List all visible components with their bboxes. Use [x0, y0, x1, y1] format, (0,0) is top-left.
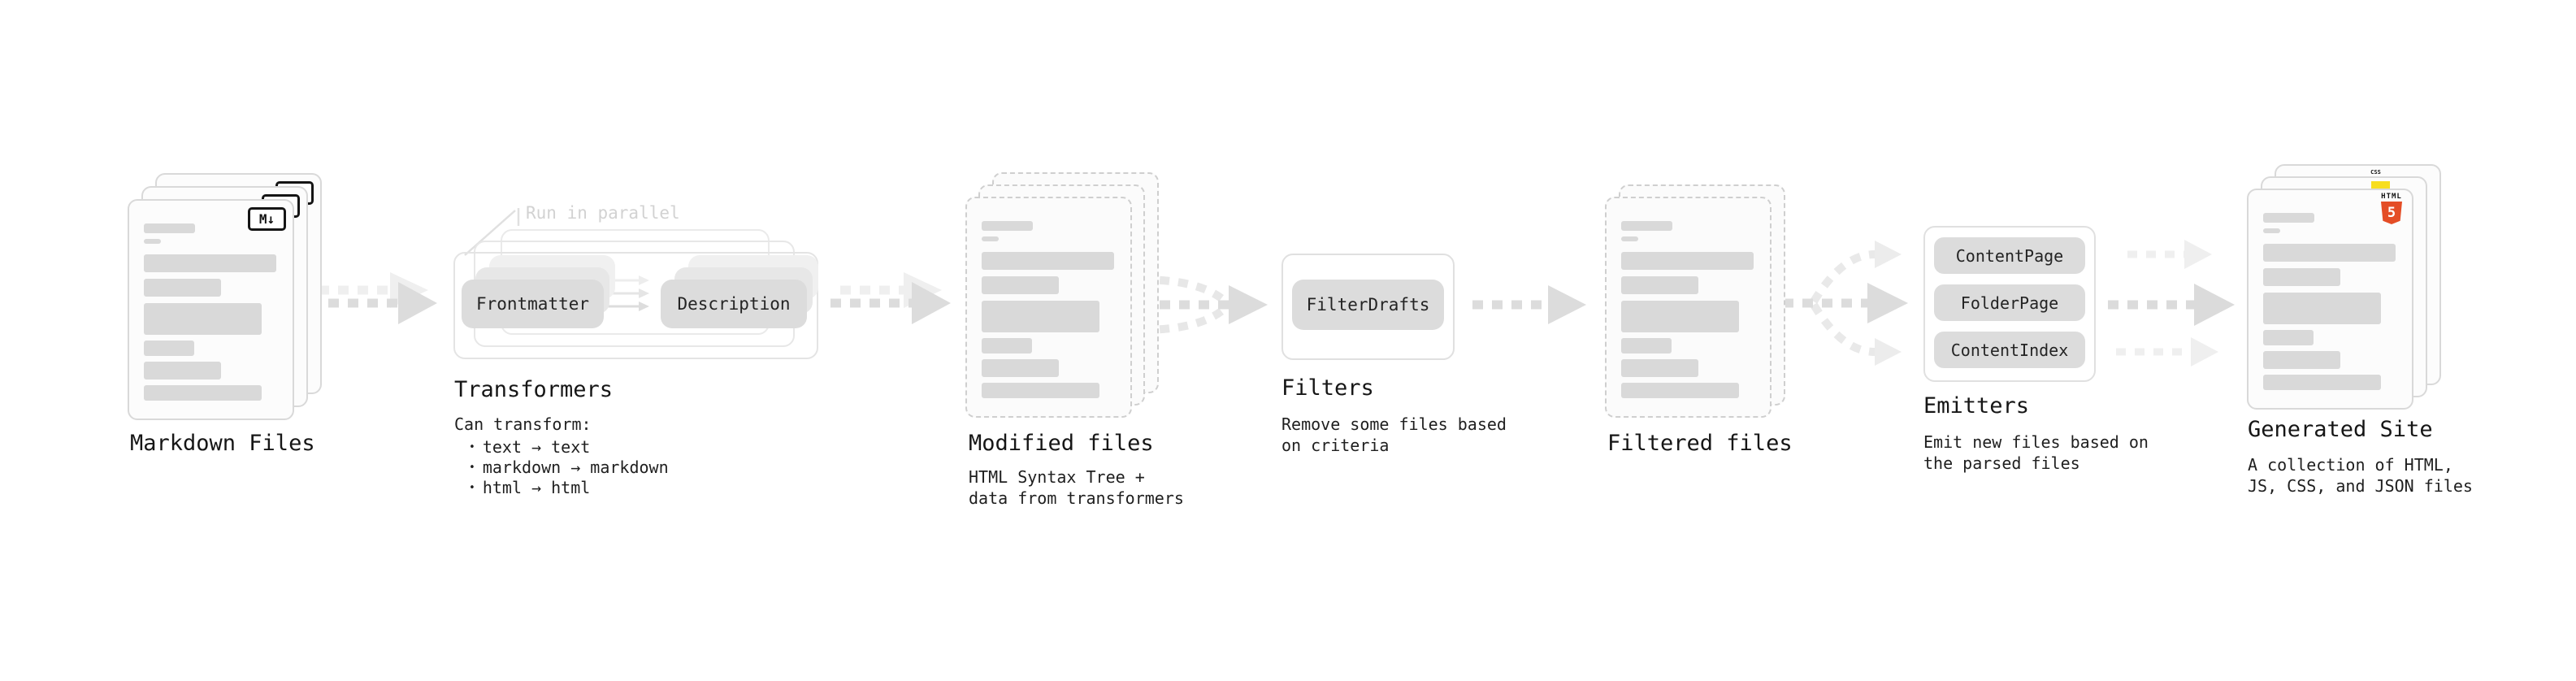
- modified-file-card: [965, 197, 1132, 418]
- arrow-filtered-to-emitters: [1783, 241, 1908, 366]
- transform-bullet: • html → html: [454, 478, 669, 498]
- emitters-description: Emit new files based on the parsed files: [1923, 432, 2149, 473]
- placeholder-line: [144, 340, 194, 356]
- html5-icon-shield: 5: [2381, 202, 2402, 224]
- stage-heading-emitters: Emitters: [1923, 393, 2030, 419]
- arrow-transformers-to-modified: [830, 272, 951, 324]
- placeholder-line: [982, 252, 1114, 270]
- plugin-filterdrafts: FilterDrafts: [1292, 280, 1444, 330]
- placeholder-line: [144, 254, 276, 272]
- stage-heading-transformers: Transformers: [454, 377, 614, 402]
- bullet-text: text → text: [482, 437, 591, 457]
- file-content-placeholder: [2263, 213, 2396, 390]
- transform-bullet: • markdown → markdown: [454, 458, 669, 478]
- stage-heading-filters: Filters: [1281, 375, 1374, 401]
- placeholder-line: [144, 303, 262, 335]
- stage-label-modified-files: Modified files: [969, 431, 1154, 456]
- arrow-frontmatter-to-description: [608, 275, 649, 311]
- js-icon: [2371, 181, 2390, 190]
- placeholder-line: [2263, 330, 2314, 345]
- placeholder-line: [2263, 293, 2381, 324]
- placeholder-line: [1621, 338, 1672, 354]
- filtered-file-card: [1605, 197, 1772, 418]
- placeholder-line: [982, 236, 999, 241]
- arrow-emitters-to-site: [2108, 240, 2235, 367]
- bullet-dot: •: [469, 482, 475, 494]
- placeholder-line: [2263, 375, 2381, 390]
- bullet-text: html → html: [482, 478, 591, 497]
- transformers-description: Can transform: • text → text • markdown …: [454, 414, 669, 498]
- placeholder-line: [982, 276, 1059, 294]
- transformer-container: [453, 252, 818, 359]
- stage-label-filtered-files: Filtered files: [1607, 431, 1793, 456]
- html5-icon: HTML 5: [2381, 193, 2402, 224]
- placeholder-line: [982, 383, 1099, 398]
- placeholder-line: [2263, 351, 2340, 369]
- generated-site-description: A collection of HTML, JS, CSS, and JSON …: [2248, 455, 2473, 496]
- placeholder-line: [982, 221, 1033, 231]
- plugin-folderpage: FolderPage: [1934, 284, 2085, 321]
- placeholder-line: [1621, 236, 1638, 241]
- placeholder-line: [144, 223, 195, 233]
- placeholder-line: [1621, 359, 1698, 377]
- placeholder-line: [982, 359, 1059, 377]
- css-icon-label: CSS: [2370, 169, 2381, 176]
- html5-icon-label: HTML: [2381, 193, 2402, 201]
- markdown-badge-icon: M↓: [248, 207, 286, 231]
- arrow-markdown-to-transformers: [309, 272, 437, 324]
- annotation-leader-line: [464, 208, 520, 256]
- file-content-placeholder: [982, 221, 1114, 398]
- bullet-dot: •: [469, 462, 475, 474]
- stage-label-generated-site: Generated Site: [2248, 417, 2433, 442]
- placeholder-line: [1621, 252, 1754, 270]
- bullet-text: markdown → markdown: [482, 458, 669, 477]
- plugin-frontmatter: Frontmatter: [462, 280, 604, 328]
- placeholder-line: [1621, 301, 1739, 332]
- placeholder-line: [1621, 221, 1672, 231]
- stage-label-markdown-files: Markdown Files: [130, 431, 315, 456]
- placeholder-line: [144, 279, 221, 297]
- placeholder-line: [2263, 213, 2314, 223]
- placeholder-line: [144, 239, 161, 244]
- run-in-parallel-annotation: Run in parallel: [526, 203, 680, 223]
- placeholder-line: [144, 362, 221, 380]
- file-content-placeholder: [1621, 221, 1754, 398]
- arrow-modified-to-filters: [1140, 275, 1268, 334]
- plugin-description: Description: [661, 280, 807, 328]
- plugin-contentpage: ContentPage: [1934, 237, 2085, 274]
- modified-files-description: HTML Syntax Tree + data from transformer…: [969, 467, 1184, 508]
- placeholder-line: [2263, 244, 2396, 262]
- site-file-card-html: HTML 5: [2247, 189, 2413, 410]
- placeholder-line: [2263, 228, 2280, 233]
- description-line: Can transform:: [454, 414, 592, 434]
- placeholder-line: [982, 338, 1032, 354]
- transform-bullet: • text → text: [454, 437, 669, 458]
- file-content-placeholder: [144, 223, 276, 401]
- filters-description: Remove some files based on criteria: [1281, 414, 1507, 455]
- placeholder-line: [1621, 383, 1739, 398]
- placeholder-line: [1621, 276, 1698, 294]
- arrow-filters-to-filtered: [1472, 285, 1586, 324]
- plugin-contentindex: ContentIndex: [1934, 332, 2085, 368]
- placeholder-line: [2263, 268, 2340, 286]
- placeholder-line: [982, 301, 1099, 332]
- markdown-file-card: M↓: [128, 199, 294, 420]
- placeholder-line: [144, 385, 262, 401]
- bullet-dot: •: [469, 441, 475, 453]
